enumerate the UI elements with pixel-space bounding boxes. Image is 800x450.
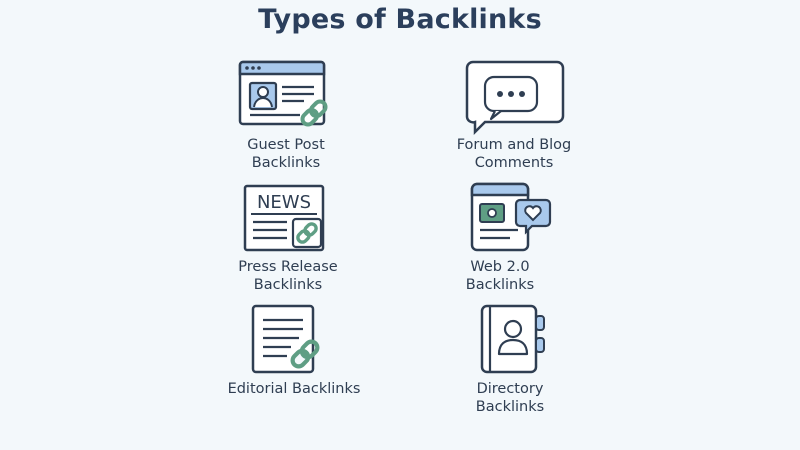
item-label: Forum and Blog Comments xyxy=(456,137,572,171)
web-2-0-heart-icon xyxy=(470,182,552,252)
item-label: Web 2.0 Backlinks xyxy=(465,259,535,293)
news-text: NEWS xyxy=(257,192,311,213)
item-label: Editorial Backlinks xyxy=(227,381,361,397)
page-title: Types of Backlinks xyxy=(258,4,542,35)
directory-address-book-icon xyxy=(480,304,545,374)
newspaper-link-icon: NEWS xyxy=(243,184,325,252)
editorial-document-link-icon xyxy=(251,304,320,374)
guest-post-browser-link-icon xyxy=(238,60,328,127)
speech-bubble-icon xyxy=(465,60,565,136)
item-label: Press Release Backlinks xyxy=(238,259,338,293)
item-label: Guest Post Backlinks xyxy=(247,137,325,171)
item-label: Directory Backlinks xyxy=(475,381,545,415)
